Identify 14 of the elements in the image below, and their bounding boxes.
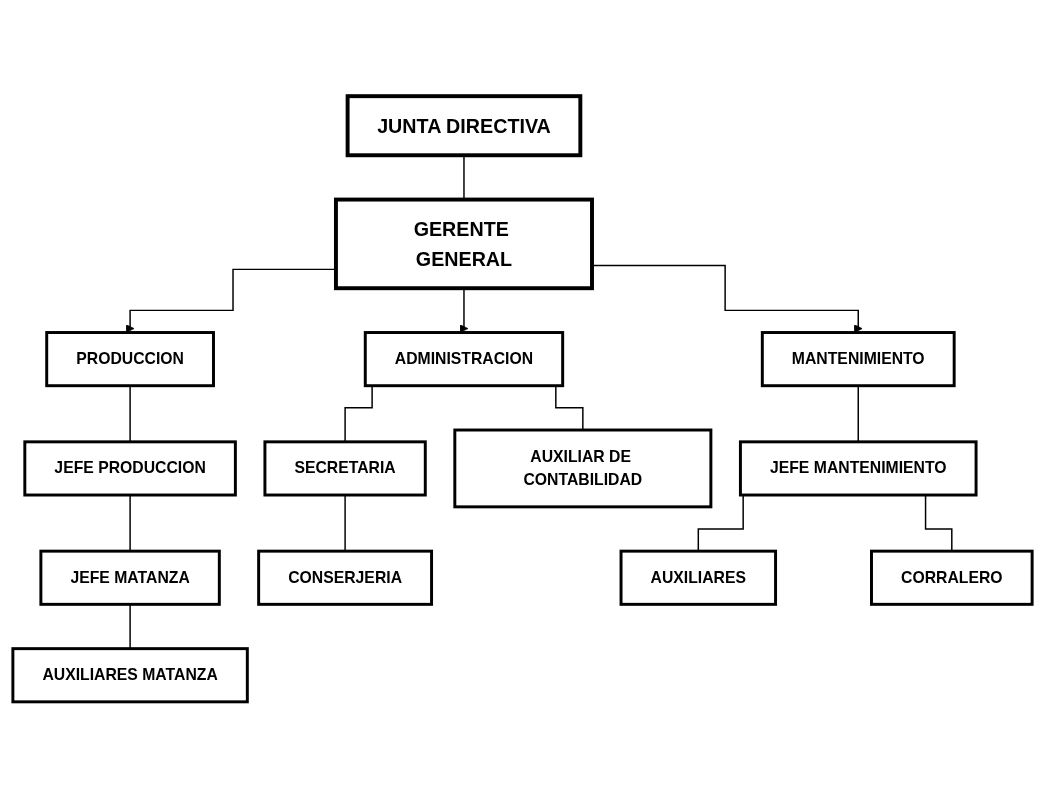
node-box: MANTENIMIENTO xyxy=(760,331,956,388)
node-box: CONSERJERIA xyxy=(257,549,434,606)
node-box: AUXILIARES MATANZA xyxy=(11,647,249,704)
node-box: JEFE MATANZA xyxy=(39,549,221,606)
node-box: GERENTE GENERAL xyxy=(333,197,594,291)
node-box: CORRALERO xyxy=(870,549,1034,606)
node-box: AUXILIAR DE CONTABILIDAD xyxy=(453,428,713,509)
node-box: JEFE PRODUCCION xyxy=(23,440,237,497)
node-box: SECRETARIA xyxy=(263,440,427,497)
node-box: AUXILIARES xyxy=(619,549,778,606)
node-box: PRODUCCION xyxy=(45,331,215,388)
node-box: ADMINISTRACION xyxy=(363,331,565,388)
node-box: JEFE MANTENIMIENTO xyxy=(738,440,978,497)
node-box: JUNTA DIRECTIVA xyxy=(345,94,583,158)
